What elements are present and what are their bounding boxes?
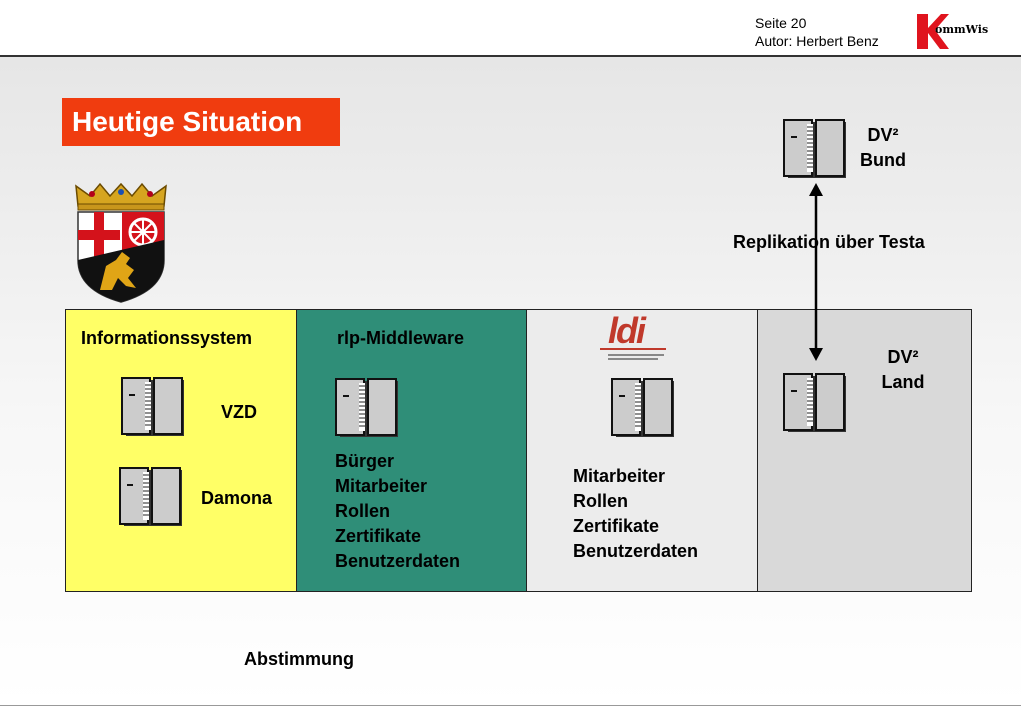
- ldi-logo: ldi: [600, 310, 672, 364]
- ldi-logo-text: ldi: [608, 310, 646, 351]
- ldi-data-list: Mitarbeiter Rollen Zertifikate Benutzerd…: [573, 464, 698, 564]
- kommwis-logo-text: ommWis: [935, 23, 989, 36]
- server-middleware-icon: [334, 377, 400, 444]
- slide-title: Heutige Situation: [62, 98, 340, 146]
- list-item: Zertifikate: [335, 526, 422, 546]
- dv-land-line2: Land: [881, 372, 925, 392]
- dv-bund-line1: DV²: [867, 125, 899, 145]
- panel-informationssystem: [65, 309, 297, 592]
- informationssystem-heading: Informationssystem: [81, 328, 253, 348]
- damona-label: Damona: [201, 488, 273, 508]
- replication-arrow: [809, 183, 823, 361]
- server-dv-bund-icon: [782, 118, 848, 185]
- server-dv-land-icon: [782, 372, 848, 439]
- coat-of-arms-icon: [70, 182, 172, 304]
- panel-dv-land: [757, 309, 972, 592]
- rlp-middleware-heading: rlp-Middleware: [337, 328, 465, 348]
- abstimmung-label: Abstimmung: [244, 649, 354, 669]
- dv-land-line1: DV²: [887, 347, 919, 367]
- server-ldi-icon: [610, 377, 676, 444]
- list-item: Bürger: [335, 451, 395, 471]
- server-damona-icon: [118, 466, 184, 533]
- dv-land-label: DV² Land: [870, 345, 936, 395]
- author: Autor: Herbert Benz: [755, 33, 879, 49]
- list-item: Mitarbeiter: [573, 466, 666, 486]
- kommwis-logo: ommWis: [915, 12, 995, 52]
- list-item: Rollen: [573, 491, 629, 511]
- vzd-label: VZD: [221, 402, 257, 422]
- server-vzd-icon: [120, 376, 186, 443]
- replication-label: Replikation über Testa: [733, 232, 925, 252]
- list-item: Benutzerdaten: [335, 551, 461, 571]
- list-item: Zertifikate: [573, 516, 660, 536]
- dv-bund-label: DV² Bund: [850, 123, 916, 173]
- middleware-data-list: Bürger Mitarbeiter Rollen Zertifikate Be…: [335, 449, 460, 574]
- dv-bund-line2: Bund: [860, 150, 906, 170]
- list-item: Mitarbeiter: [335, 476, 428, 496]
- page-number: Seite 20: [755, 15, 807, 31]
- panel-rlp-middleware: [296, 309, 527, 592]
- list-item: Rollen: [335, 501, 391, 521]
- panel-ldi: [526, 309, 758, 592]
- list-item: Benutzerdaten: [573, 541, 699, 561]
